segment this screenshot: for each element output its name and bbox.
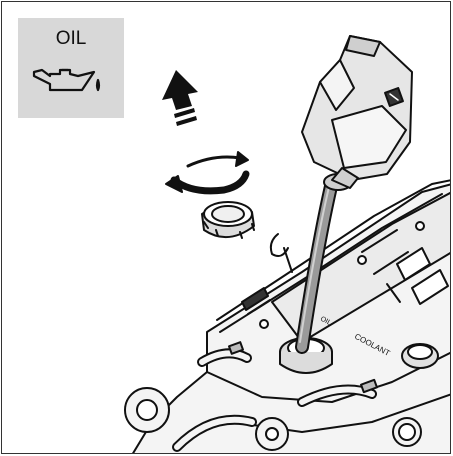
engine-block [124,179,450,453]
rotate-arrow-icon [165,151,250,195]
oil-bottle [295,35,413,354]
oil-indicator-label: OIL [55,28,87,49]
oil-indicator-panel: OIL [18,18,124,118]
filler-cap [201,201,255,239]
up-arrow-icon [162,70,198,126]
dipstick-handle [269,233,293,273]
oil-can-icon [32,68,101,92]
oil-fill-label: OIL [319,316,332,328]
